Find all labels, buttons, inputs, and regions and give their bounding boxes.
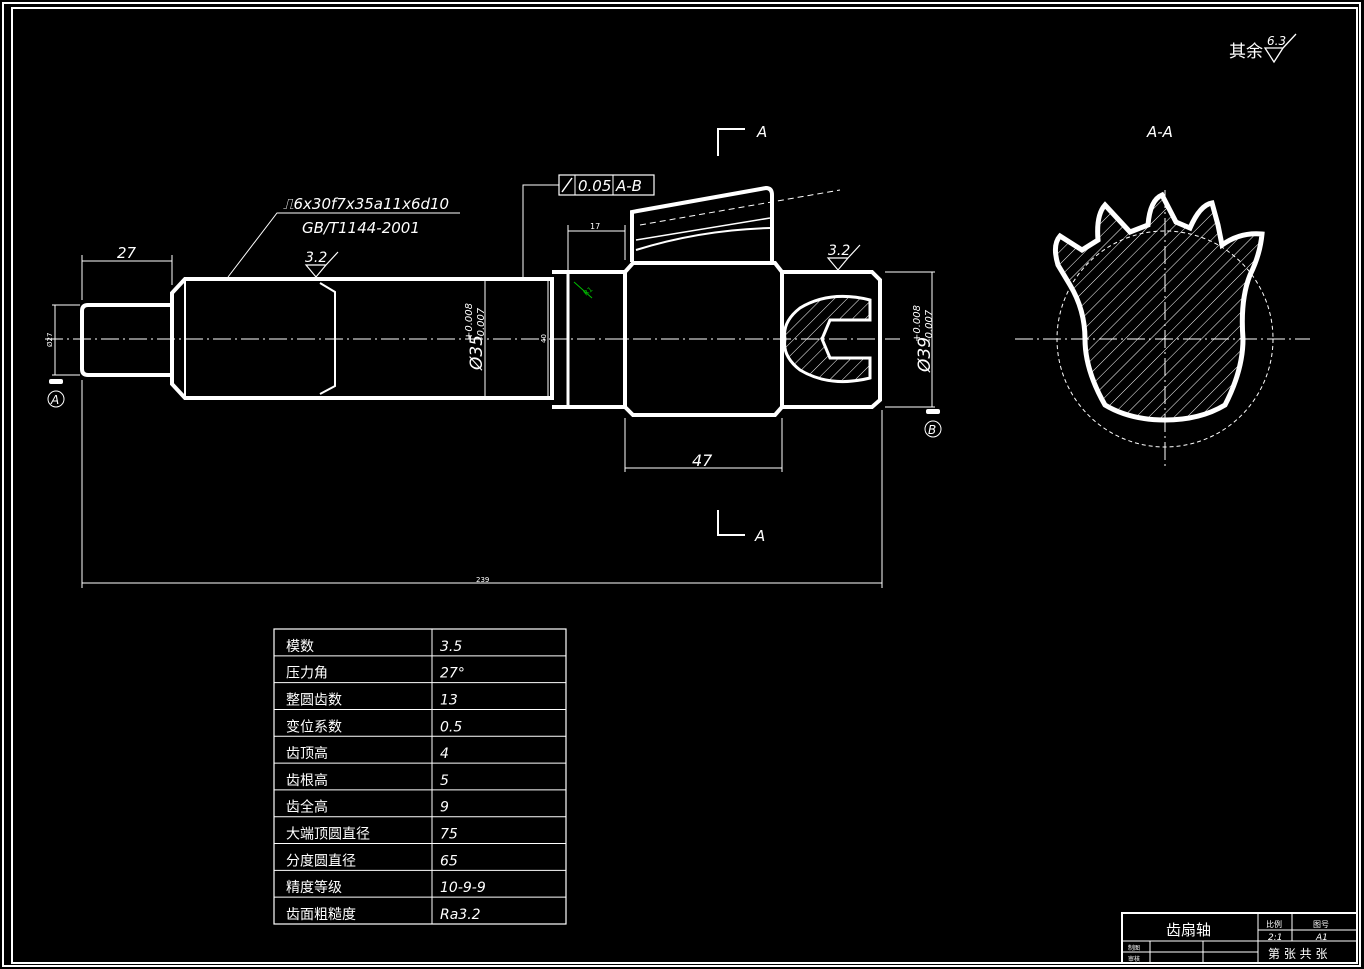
part-name: 齿扇轴 — [1166, 921, 1211, 939]
param-value: 75 — [440, 827, 458, 843]
datum-b-marker — [926, 409, 940, 414]
gear-body — [623, 261, 784, 417]
param-value: 9 — [440, 800, 449, 816]
pitch-line — [639, 189, 841, 226]
right-end — [782, 270, 882, 409]
param-name: 齿全高 — [286, 799, 328, 816]
drawing-no-label: 图号 — [1313, 920, 1329, 929]
runout-datum: A-B — [615, 177, 642, 195]
runout-value: 0.05 — [578, 177, 611, 195]
dim-dia35-upper: +0.008 — [464, 303, 475, 340]
dim-gear-width: 47 — [692, 451, 713, 470]
general-roughness-note: 其余 6.3 — [1229, 33, 1297, 64]
datum-b-label: B — [928, 423, 936, 437]
drawing-no-value: A1 — [1315, 933, 1328, 943]
section-a-a-view — [1015, 190, 1310, 470]
section-label-bottom: A — [754, 527, 765, 545]
dim-dia39: Ø39 — [915, 337, 935, 373]
dimension-lines — [52, 225, 935, 588]
runout-tolerance-frame: 0.05 A-B — [522, 174, 655, 277]
gear-sector-tooth — [630, 185, 774, 262]
param-value: 65 — [440, 853, 458, 869]
spline-leader — [227, 212, 460, 278]
scale-label: 比例 — [1266, 919, 1282, 929]
drawn-by-label: 制图 — [1128, 944, 1140, 952]
datum-a-label: A — [50, 393, 59, 407]
param-name: 大端顶圆直径 — [286, 826, 370, 843]
roughness-left-icon — [304, 251, 339, 278]
shaft-view — [80, 185, 882, 417]
dim-left-length: 27 — [117, 244, 137, 262]
roughness-right-value: 3.2 — [828, 243, 850, 259]
roughness-note-value: 6.3 — [1267, 34, 1286, 48]
bearing-seat — [552, 270, 627, 409]
roughness-right-icon — [826, 244, 861, 271]
roughness-left-value: 3.2 — [305, 250, 327, 266]
dim-dia39-upper: +0.008 — [912, 305, 923, 342]
section-view-title: A-A — [1146, 123, 1173, 141]
param-name: 齿根高 — [286, 772, 328, 789]
checked-by-label: 审核 — [1128, 955, 1140, 963]
roughness-note-label: 其余 — [1229, 42, 1263, 62]
keyway-section — [783, 294, 872, 384]
datum-b-circle — [924, 420, 942, 438]
param-name: 齿顶高 — [286, 745, 328, 762]
dim-total-length: 239 — [476, 576, 489, 584]
spline-callout: ⎍6x30f7x35a11x6d10 — [283, 195, 449, 213]
sheet-count: 第 张 共 张 — [1268, 947, 1327, 961]
title-block — [1121, 912, 1358, 964]
param-value: 10-9-9 — [440, 880, 486, 896]
runout-arrow-icon — [561, 177, 573, 193]
dim-dia35-lower: -0.007 — [476, 307, 487, 340]
param-value: Ra3.2 — [440, 907, 481, 923]
param-name: 模数 — [286, 639, 314, 655]
param-name: 整圆齿数 — [286, 692, 342, 708]
spline-standard: GB/T1144-2001 — [302, 219, 420, 237]
dim-dia35: Ø35 — [467, 335, 487, 371]
datum-a-marker — [49, 379, 63, 384]
datum-a-circle — [47, 390, 65, 408]
param-name: 齿面粗糙度 — [286, 907, 356, 923]
section-label-top: A — [756, 123, 767, 141]
gear-parameter-table: 模数 3.5 压力角 27° 整圆齿数 13 变位系数 0.5 齿顶高 4 齿根高 5 齿全高 9 大端顶圆… — [273, 628, 567, 925]
spline-section — [170, 277, 554, 400]
param-name: 精度等级 — [286, 879, 342, 896]
param-value: 4 — [440, 746, 449, 762]
inner-frame — [11, 7, 1358, 964]
param-value: 0.5 — [440, 719, 462, 735]
param-name: 变位系数 — [286, 719, 342, 735]
dim-left-diameter: Ø27 — [46, 333, 54, 347]
dim-width-17: 17 — [590, 222, 600, 231]
dim-dia-40: 40 — [540, 334, 548, 343]
param-name: 分度圆直径 — [286, 852, 356, 869]
left-stub — [80, 303, 170, 377]
roughness-symbol-icon — [1263, 33, 1297, 64]
param-value: 13 — [440, 692, 458, 708]
scale-value: 2:1 — [1268, 933, 1282, 943]
section-cut-marks — [717, 128, 745, 536]
dim-dia39-lower: -0.007 — [924, 309, 935, 342]
dim-fillet: R1 — [582, 285, 594, 297]
param-value: 5 — [440, 773, 449, 789]
param-name: 压力角 — [286, 666, 328, 682]
param-value: 27° — [440, 666, 465, 682]
param-value: 3.5 — [440, 639, 462, 655]
